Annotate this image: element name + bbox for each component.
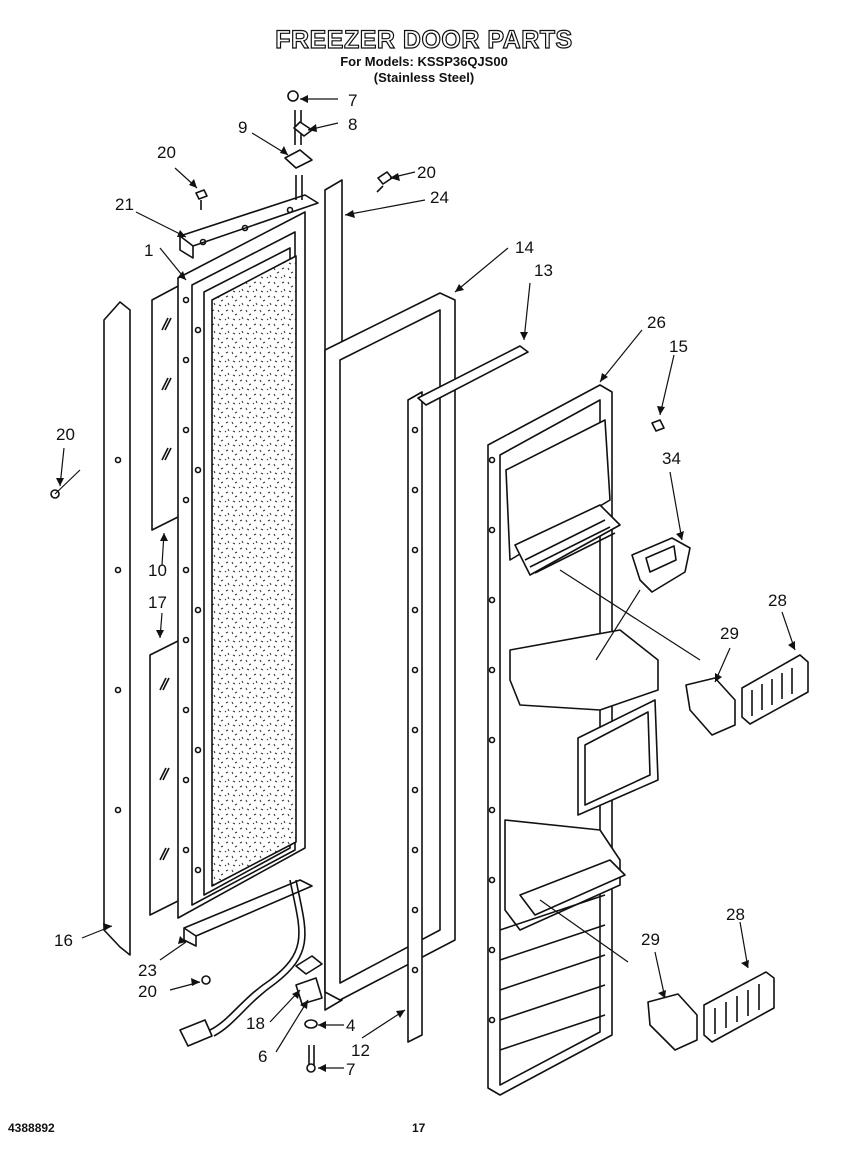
callout-12: 12 — [351, 1041, 370, 1060]
page-number: 17 — [412, 1121, 426, 1135]
callout-9: 9 — [238, 118, 247, 137]
diagram-title: FREEZER DOOR PARTS — [275, 25, 573, 54]
callout-7-bottom: 7 — [346, 1060, 355, 1079]
callout-16: 16 — [54, 931, 73, 950]
callout-15: 15 — [669, 337, 688, 356]
shelf-end-cap-lower — [647, 993, 698, 1051]
callout-20-c: 20 — [56, 425, 75, 444]
lower-hinge-parts — [50, 489, 323, 1073]
inner-door-liner — [487, 384, 659, 1096]
callout-28-b: 28 — [726, 905, 745, 924]
callout-21: 21 — [115, 195, 134, 214]
part-number: 4388892 — [8, 1121, 55, 1135]
outer-door-panel — [103, 301, 131, 956]
callout-10: 10 — [148, 561, 167, 580]
callout-13: 13 — [534, 261, 553, 280]
callout-14: 14 — [515, 238, 534, 257]
screw-top-right — [376, 171, 393, 193]
screw-top-left — [195, 189, 208, 210]
screw-right — [651, 419, 665, 432]
hinge-assembly — [284, 90, 313, 200]
callout-20-b: 20 — [417, 163, 436, 182]
arrowheads — [56, 95, 795, 1072]
callout-20-a: 20 — [157, 143, 176, 162]
callout-18: 18 — [246, 1014, 265, 1033]
variant-line: (Stainless Steel) — [373, 70, 475, 85]
callout-labels: 7 8 9 20 20 21 24 1 14 13 26 15 20 34 10… — [54, 91, 787, 1079]
callout-8: 8 — [348, 115, 357, 134]
callout-4: 4 — [346, 1016, 355, 1035]
door-frame — [177, 211, 306, 919]
callout-29-b: 29 — [641, 930, 660, 949]
upper-bracket — [417, 345, 529, 406]
callout-26: 26 — [647, 313, 666, 332]
lower-hinge-bracket — [183, 879, 313, 947]
shelf-end-cap-upper — [685, 677, 736, 736]
shelf-rail-upper — [741, 654, 809, 725]
callout-29-a: 29 — [720, 624, 739, 643]
callout-17: 17 — [148, 593, 167, 612]
callout-1: 1 — [144, 241, 153, 260]
callout-6: 6 — [258, 1047, 267, 1066]
model-line: For Models: KSSP36QJS00 — [340, 54, 508, 69]
callout-34: 34 — [662, 449, 681, 468]
dispenser-cup — [631, 537, 691, 593]
shelf-rail-lower — [703, 971, 775, 1043]
callout-7-top: 7 — [348, 91, 357, 110]
wire-harness — [179, 879, 306, 1047]
glass-panel-lower — [149, 639, 181, 916]
callout-28-a: 28 — [768, 591, 787, 610]
diagram-header: FREEZER DOOR PARTS For Models: KSSP36QJS… — [0, 25, 848, 86]
callout-24: 24 — [430, 188, 449, 207]
side-strip — [407, 391, 423, 1043]
top-hinge-bracket — [179, 194, 319, 259]
callout-23: 23 — [138, 961, 157, 980]
callout-20-d: 20 — [138, 982, 157, 1001]
